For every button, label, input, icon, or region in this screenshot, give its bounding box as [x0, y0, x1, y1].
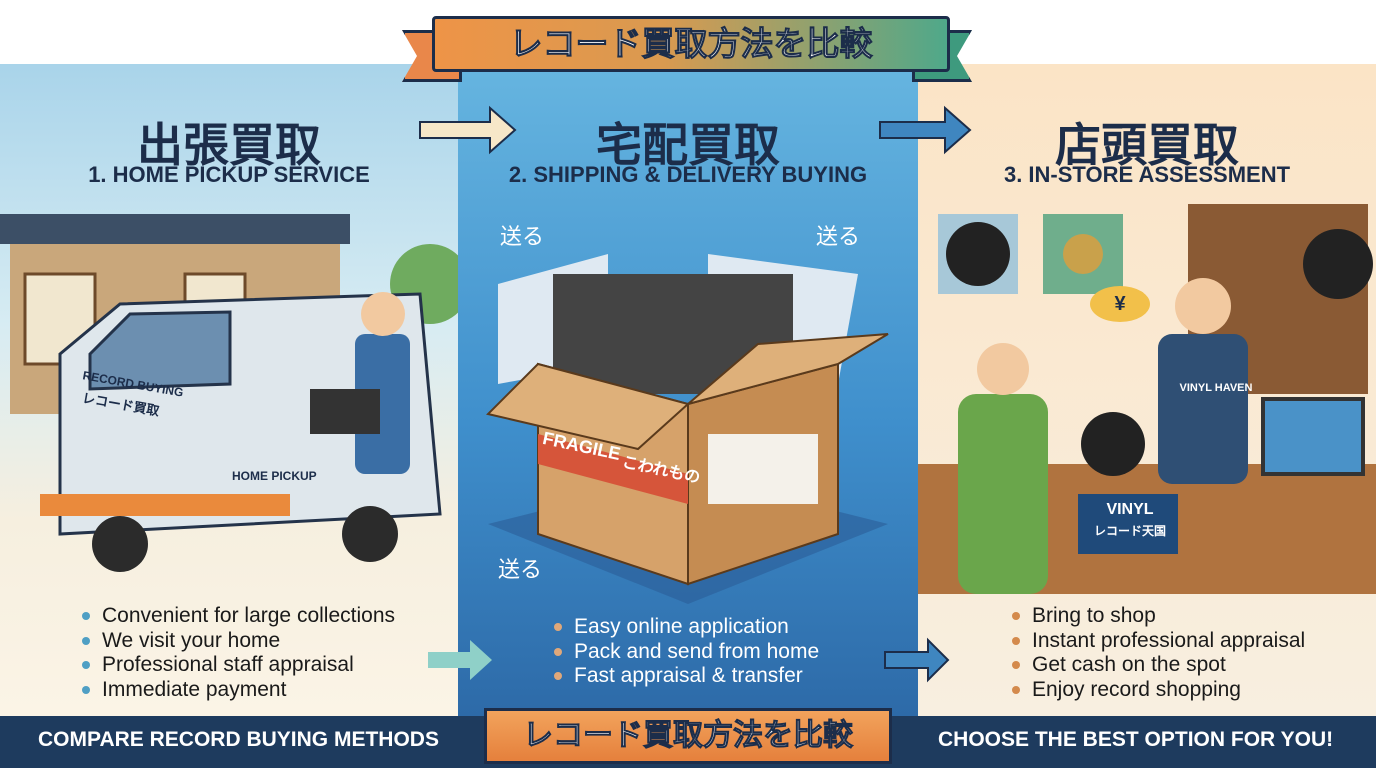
- column-subtitle: 2. SHIPPING & DELIVERY BUYING: [508, 162, 868, 187]
- record-stack: [310, 389, 380, 434]
- arrow-right-icon: [879, 105, 972, 155]
- in-store-panel: 店頭買取 3. IN-STORE ASSESSMENT ¥ VINYL HAVE…: [918, 64, 1376, 716]
- send-label: 送る: [498, 557, 543, 582]
- arrow-right-icon: [884, 637, 950, 683]
- list-item: Immediate payment: [82, 678, 395, 703]
- shipping-label: [708, 434, 818, 504]
- bullet-icon: [82, 612, 90, 621]
- arrow-right-icon: [428, 640, 492, 680]
- footer-banner: レコード買取方法を比較: [484, 708, 892, 764]
- list-item: Pack and send from home: [554, 640, 819, 665]
- vinyl-record: [1081, 412, 1145, 476]
- send-label: 送る: [500, 224, 545, 249]
- list-item: Enjoy record shopping: [1012, 678, 1305, 703]
- header-banner: レコード買取方法を比較: [432, 16, 950, 72]
- van-side-label: HOME PICKUP: [232, 469, 317, 483]
- bullet-icon: [554, 647, 562, 656]
- van-wheel: [92, 516, 148, 572]
- list-item: Easy online application: [554, 615, 819, 640]
- bullet-icon: [82, 685, 90, 694]
- counter-sign-jp: レコード天国: [1093, 524, 1166, 538]
- list-item: Instant professional appraisal: [1012, 629, 1305, 654]
- van-windshield: [88, 310, 232, 391]
- box-illustration: [486, 254, 889, 604]
- column-subtitle: 1. HOME PICKUP SERVICE: [88, 162, 370, 187]
- shipping-panel: 宅配買取 2. SHIPPING & DELIVERY BUYING 送る 送る…: [458, 64, 918, 716]
- list-item: Get cash on the spot: [1012, 653, 1305, 678]
- bullet-icon: [82, 636, 90, 645]
- footer-left-text: COMPARE RECORD BUYING METHODS: [38, 728, 439, 751]
- list-item: Bring to shop: [1012, 604, 1305, 629]
- home-pickup-panel: 出張買取 1. HOME PICKUP SERVICE RECORD BUYIN…: [0, 64, 458, 716]
- in-store-benefits: Bring to shop Instant professional appra…: [1012, 604, 1305, 702]
- bullet-icon: [554, 672, 562, 681]
- counter-sign-title: VINYL: [1106, 501, 1154, 518]
- bullet-icon: [82, 661, 90, 670]
- apron-label: VINYL HAVEN: [1179, 382, 1253, 394]
- house-roof: [0, 214, 350, 244]
- bullet-icon: [1012, 685, 1020, 694]
- customer: [958, 394, 1048, 594]
- yen-icon: ¥: [1090, 286, 1150, 322]
- column-title: 出張買取: [137, 118, 321, 172]
- column-title: 店頭買取: [1055, 118, 1239, 172]
- van-illustration: [0, 214, 458, 572]
- bullet-icon: [1012, 661, 1020, 670]
- column-title: 宅配買取: [596, 118, 780, 172]
- bullet-icon: [1012, 636, 1020, 645]
- clerk: [1158, 334, 1248, 484]
- shop-illustration: [918, 204, 1376, 594]
- arrow-right-icon: [419, 105, 517, 155]
- home-pickup-benefits: Convenient for large collections We visi…: [82, 604, 395, 702]
- list-item: Fast appraisal & transfer: [554, 664, 819, 689]
- footer-right-text: CHOOSE THE BEST OPTION FOR YOU!: [938, 728, 1334, 751]
- column-subtitle: 3. IN-STORE ASSESSMENT: [1003, 162, 1291, 187]
- send-label: 送る: [816, 224, 861, 249]
- list-item: We visit your home: [82, 629, 395, 654]
- bullet-icon: [1012, 612, 1020, 621]
- worker: [355, 334, 410, 474]
- list-item: Professional staff appraisal: [82, 653, 395, 678]
- list-item: Convenient for large collections: [82, 604, 395, 629]
- shipping-benefits: Easy online application Pack and send fr…: [554, 615, 819, 689]
- counter-sign: [1078, 494, 1178, 554]
- monitor: [1261, 397, 1365, 476]
- bullet-icon: [554, 623, 562, 632]
